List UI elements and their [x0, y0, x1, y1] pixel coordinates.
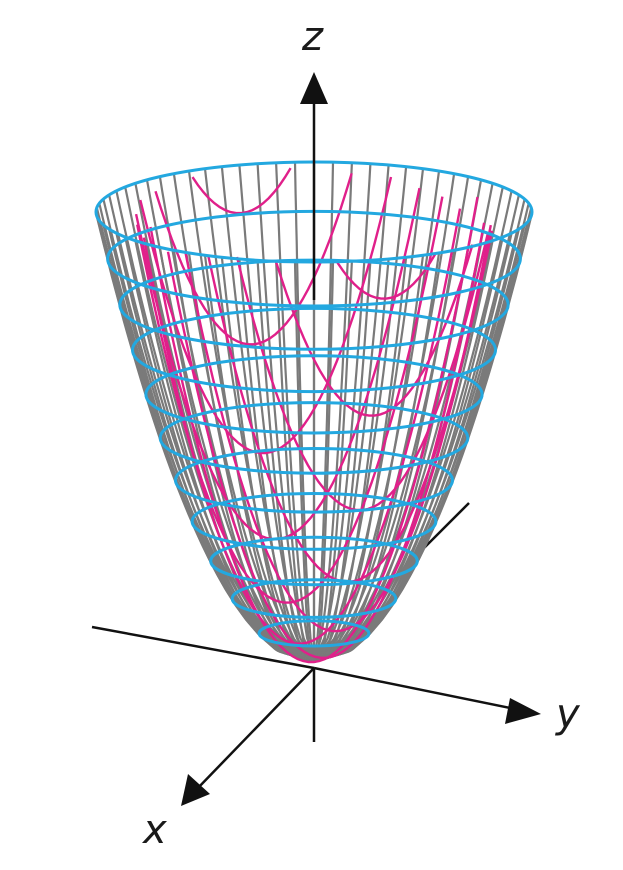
level-curve-ellipse: [131, 306, 497, 394]
y-axis-front-segment: [313, 666, 521, 712]
x-axis-label: x: [141, 807, 167, 853]
x-axis-arrowhead: [181, 774, 210, 806]
vertical-trace-curve: [142, 208, 462, 645]
level-curve-ellipse: [257, 619, 371, 648]
axes-back: [91, 502, 470, 670]
z-axis-arrowhead: [300, 72, 328, 104]
level-curve-ellipse: [209, 535, 419, 587]
level-curve-ellipse: [158, 401, 470, 475]
level-curve-ellipse: [190, 492, 438, 551]
y-axis-back-segment: [91, 625, 315, 670]
x-axis-front-segment: [195, 667, 315, 791]
z-axis-label: z: [301, 14, 324, 60]
level-curve-ellipse: [174, 447, 454, 514]
vertical-trace-curve: [139, 176, 393, 455]
y-axis-label: y: [555, 691, 581, 737]
axes-front: [181, 72, 541, 806]
vertical-trace-curve: [154, 172, 353, 346]
vertical-trace-curve: [184, 224, 492, 633]
level-curve-ellipse: [230, 578, 398, 619]
y-axis-arrowhead: [505, 698, 541, 724]
level-curve-ellipse: [144, 354, 484, 435]
vertical-trace-curve: [336, 252, 437, 300]
vertical-trace-curve: [149, 196, 479, 664]
x-axis-back-segment: [419, 502, 470, 553]
surface-level-curves: [94, 160, 534, 648]
